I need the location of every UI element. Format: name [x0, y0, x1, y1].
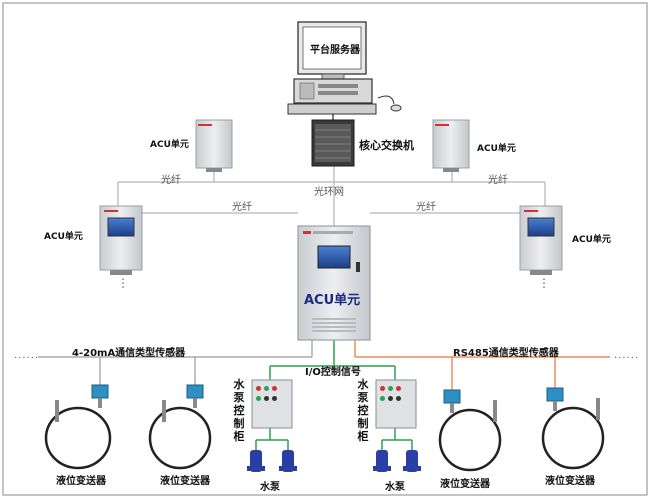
pump-icons: [247, 450, 421, 472]
io-signal-label: I/O控制信号: [305, 367, 361, 378]
transmitter-4: [541, 387, 605, 470]
fiber-label-3: 光纤: [232, 202, 252, 213]
transmitter-label-4: 液位变送器: [545, 476, 595, 487]
transmitter-label-3: 液位变送器: [440, 479, 490, 490]
pump-label-right: 水泵: [385, 482, 405, 493]
acu-label-center: ACU单元: [304, 293, 361, 308]
acu-unit-mid-right: [519, 205, 563, 275]
acu-label-top-right: ACU单元: [477, 144, 516, 154]
acu-label-top-left: ACU单元: [150, 140, 189, 150]
acu-unit-center: [297, 225, 371, 341]
pump-cabinet-label-left: 水泵控制柜: [233, 378, 245, 443]
acu-unit-mid-left: [99, 205, 143, 275]
bus-label-rs485: RS485通信类型传感器: [453, 348, 559, 359]
transmitter-label-2: 液位变送器: [160, 476, 210, 487]
bus-label-4-20ma: 4-20mA通信类型传感器: [72, 348, 186, 359]
pump-label-left: 水泵: [260, 482, 280, 493]
transmitter-3: [438, 389, 502, 472]
vdots-left: ⋮: [117, 276, 130, 290]
transmitter-1: [44, 384, 112, 470]
acu-unit-top-left: [195, 119, 233, 172]
bus-lines: [38, 340, 610, 450]
ellipsis-left: ......: [14, 350, 40, 361]
vdots-right: ⋮: [538, 276, 551, 290]
platform-server: [287, 21, 402, 115]
fiber-ring-lines: [117, 166, 546, 226]
ring-label: 光环网: [314, 187, 344, 198]
acu-label-mid-right: ACU单元: [572, 235, 611, 245]
fiber-label-1: 光纤: [161, 175, 181, 186]
transmitter-2: [148, 384, 212, 470]
pump-control-cabinet-left: [251, 379, 293, 429]
core-switch-label: 核心交换机: [359, 139, 414, 152]
acu-label-mid-left: ACU单元: [44, 232, 83, 242]
transmitter-label-1: 液位变送器: [56, 476, 106, 487]
core-switch: [311, 119, 355, 167]
fiber-label-2: 光纤: [488, 175, 508, 186]
pump-cabinet-label-right: 水泵控制柜: [357, 378, 369, 443]
ellipsis-right: ......: [614, 350, 640, 361]
pump-control-cabinet-right: [375, 379, 417, 429]
fiber-label-4: 光纤: [416, 202, 436, 213]
acu-unit-top-right: [432, 119, 470, 172]
server-label: 平台服务器: [310, 45, 360, 56]
